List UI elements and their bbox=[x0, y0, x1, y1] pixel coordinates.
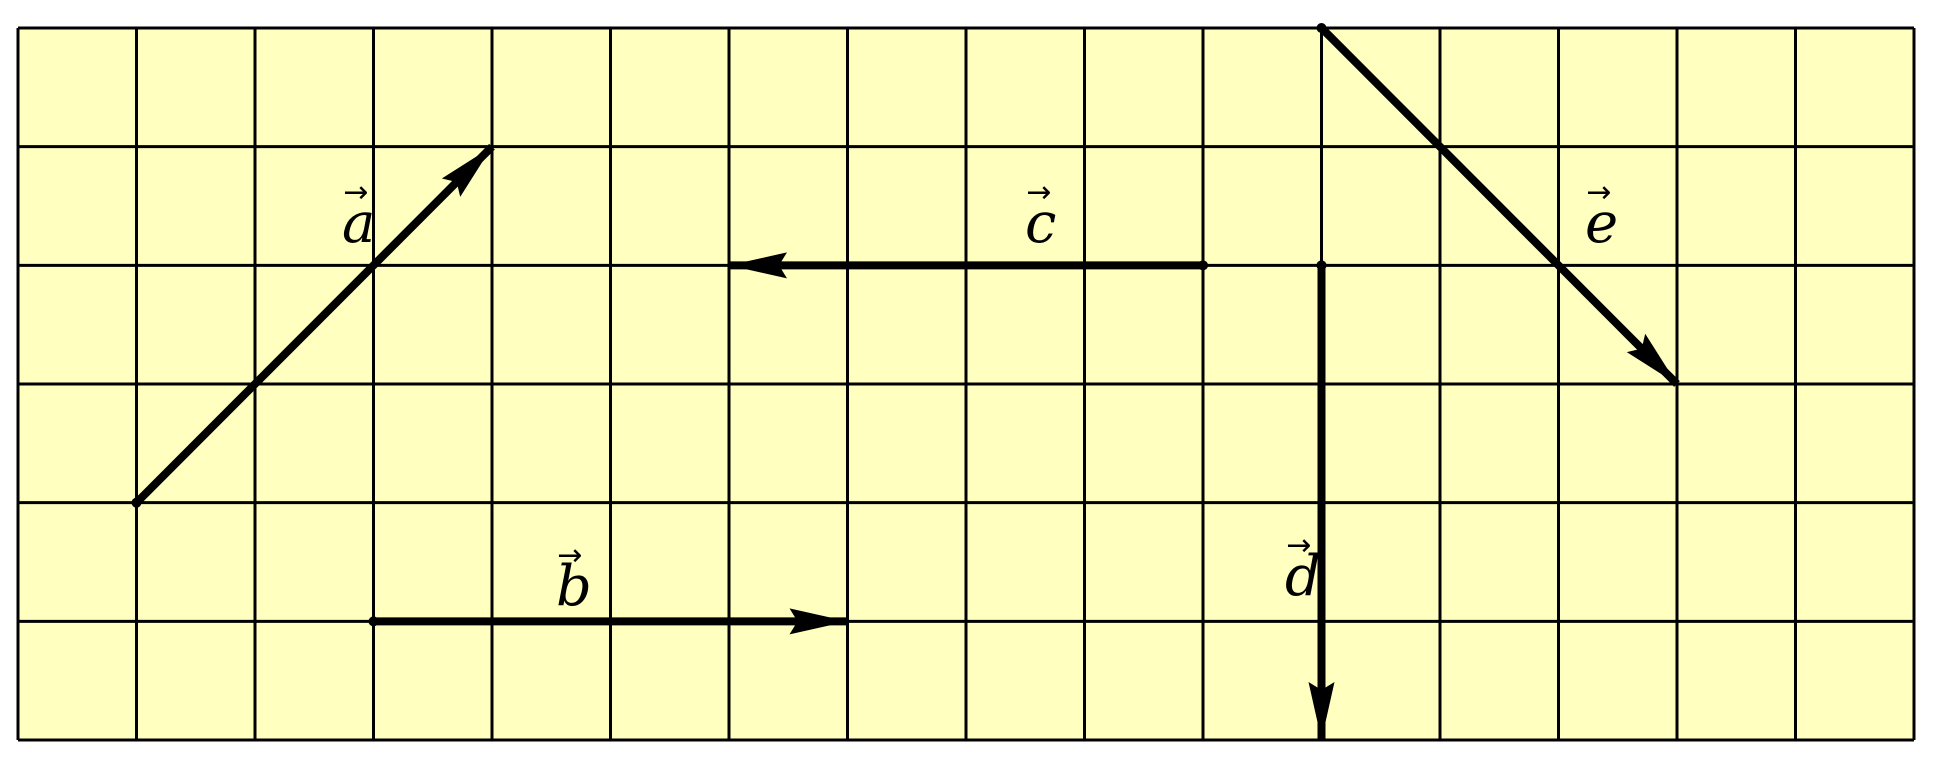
vector-c-tail-point bbox=[1198, 260, 1208, 271]
vector-a-tail-point bbox=[131, 497, 142, 508]
grid-lines bbox=[16, 26, 1916, 742]
vectors-layer bbox=[131, 23, 1680, 741]
vector-b-overarrow-icon: → bbox=[557, 538, 582, 573]
vector-a-label: a bbox=[342, 191, 375, 256]
vector-b-label: b bbox=[556, 554, 592, 619]
vector-b-tail-point bbox=[368, 616, 379, 627]
vector-c-label: c bbox=[1025, 191, 1056, 256]
vector-e-overarrow-icon: → bbox=[1586, 175, 1611, 210]
vector-labels-layer: →a→b→c→d→e bbox=[342, 175, 1618, 619]
vector-d-label: d bbox=[1285, 544, 1321, 609]
vector-e-tail-point bbox=[1316, 23, 1327, 33]
vector-c-overarrow-icon: → bbox=[1026, 175, 1051, 210]
vector-e-arrow bbox=[1318, 25, 1680, 387]
vector-a-overarrow-icon: → bbox=[343, 175, 368, 210]
vector-d-tail-point bbox=[1316, 260, 1327, 271]
vector-e-label: e bbox=[1585, 191, 1618, 256]
vector-d-overarrow-icon: → bbox=[1286, 528, 1311, 563]
vector-a-arrow bbox=[133, 143, 495, 506]
